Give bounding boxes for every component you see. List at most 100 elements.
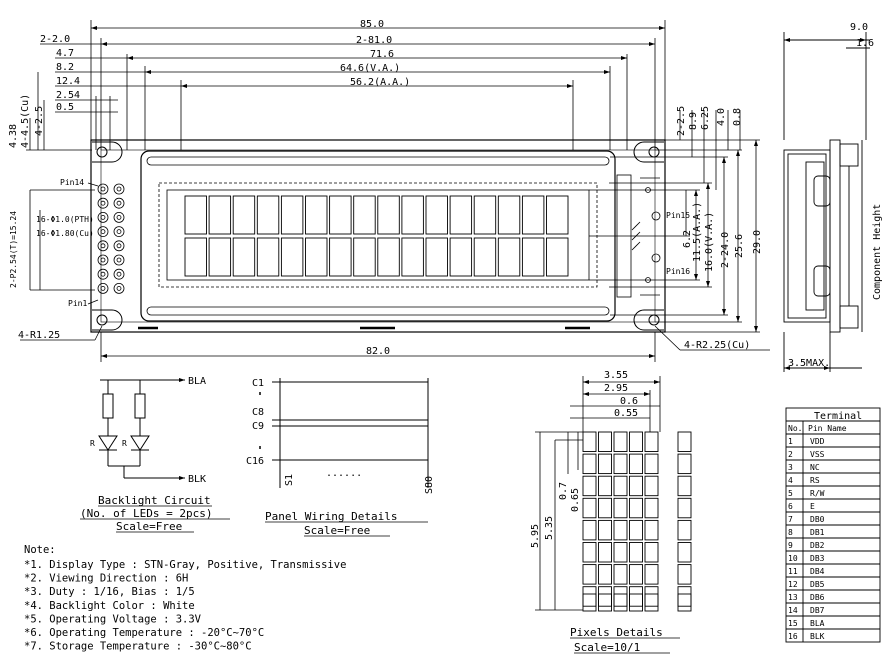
character-cell	[329, 195, 352, 235]
pin-pad	[113, 226, 125, 238]
dim-h-625: 6.25	[700, 106, 711, 130]
dim-h-aa: 11.5(A.A.)	[692, 202, 703, 262]
notes-heading: Note:	[24, 544, 56, 556]
dim-h-256: 25.6	[734, 234, 745, 258]
character-cell	[329, 237, 352, 277]
pixel-dot-next	[677, 431, 692, 452]
pixel-dot	[644, 564, 659, 585]
pixel-dot	[598, 431, 612, 452]
dim-445: 4-4.5(Cu)	[20, 94, 31, 148]
dim-pixel-h3: 0.7	[558, 482, 569, 500]
terminal-pin-no: 8	[788, 528, 793, 537]
dim-h-40: 4.0	[716, 108, 727, 126]
pixel-dot	[629, 519, 643, 541]
pixel-dot	[582, 475, 597, 497]
label-c16: C16	[246, 456, 264, 467]
note-item: *6. Operating Temperature : -20°C~70°C	[24, 627, 264, 639]
dim-pad: 16-Φ1.80(Cu)	[36, 229, 94, 238]
backlight-title: Backlight Circuit	[98, 494, 211, 507]
pixel-dot-next	[677, 542, 692, 563]
pcb-outline	[90, 139, 666, 333]
character-cell	[184, 237, 207, 277]
dim-438: 4.38	[8, 124, 19, 148]
pixel-dot	[613, 475, 628, 497]
dim-h-va: 16.0(V.A.)	[704, 212, 715, 272]
pixel-dot	[598, 519, 612, 541]
pixel-cursor-dot	[629, 593, 643, 612]
terminal-pin-no: 7	[788, 515, 793, 524]
dim-width-inner: 2-81.0	[356, 35, 392, 46]
pixel-dot	[598, 453, 612, 475]
dim-pixel-w3: 0.6	[620, 396, 638, 407]
pixel-dot	[613, 542, 628, 563]
terminal-pin-name: VDD	[810, 437, 825, 446]
terminal-pin-no: 3	[788, 463, 793, 472]
pixel-dot-next	[677, 497, 692, 519]
terminal-pin-no: 16	[788, 632, 798, 641]
note-item: *2. Viewing Direction : 6H	[24, 573, 188, 585]
dim-bottom-width: 82.0	[366, 346, 390, 357]
character-cell	[256, 195, 280, 235]
pixel-dot	[644, 586, 659, 607]
terminal-pin-name: DB5	[810, 580, 825, 589]
pin-hole	[116, 285, 122, 291]
notes-list: *1. Display Type : STN-Gray, Positive, T…	[24, 559, 346, 653]
dim-pixel-w2: 2.95	[604, 383, 628, 394]
pixel-cursor-dot	[598, 593, 612, 612]
character-cell	[353, 237, 376, 277]
lcd-bezel	[140, 150, 616, 322]
pixel-dimensions	[535, 376, 661, 611]
dim-side-16: 1.6	[856, 38, 874, 49]
character-cell	[401, 237, 424, 277]
dim-aa-width: 56.2(A.A.)	[350, 77, 410, 88]
terminal-pin-no: 9	[788, 541, 793, 550]
pin-pad	[113, 254, 125, 266]
pixel-dot	[629, 475, 643, 497]
pixel-dot	[582, 497, 597, 519]
pixels-scale: Scale=10/1	[574, 641, 640, 654]
label-bla: BLA	[188, 376, 206, 387]
terminal-pin-name: E	[810, 502, 815, 511]
terminal-pin-no: 6	[788, 502, 793, 511]
terminal-pin-no: 15	[788, 619, 798, 628]
terminal-pin-name: VSS	[810, 450, 825, 459]
pixel-dot	[629, 497, 643, 519]
pixel-dot	[582, 519, 597, 541]
pin-hole	[116, 214, 122, 220]
pin-pad	[97, 268, 109, 280]
dim-h-240: 2-24.0	[720, 232, 731, 268]
pixel-dot	[629, 564, 643, 585]
pin-pad	[97, 240, 109, 252]
character-cell	[449, 237, 473, 277]
character-cell	[377, 195, 400, 235]
pixel-dot	[582, 542, 597, 563]
pin-hole	[116, 186, 122, 192]
backlight-circuit	[98, 378, 185, 480]
pixel-dot	[598, 497, 612, 519]
pixel-dot	[613, 564, 628, 585]
pixels-title: Pixels Details	[570, 626, 663, 639]
pin-hole	[100, 214, 106, 220]
label-s80: S80	[424, 476, 435, 494]
character-cell	[208, 237, 232, 277]
terminal-pin-name: NC	[810, 463, 820, 472]
label-r2: R	[122, 439, 127, 448]
pin-hole	[116, 200, 122, 206]
panel-wiring-diagram	[259, 378, 429, 488]
pixel-dot-next	[677, 475, 692, 497]
terminal-pin-name: DB7	[810, 606, 825, 615]
pin-hole	[100, 200, 106, 206]
pin-pad	[97, 211, 109, 223]
pin-header	[97, 183, 125, 294]
pin-pad	[113, 268, 125, 280]
dim-h-62: 6.2	[682, 230, 693, 248]
character-cell	[546, 237, 569, 277]
dim-pixel-h1: 5.95	[530, 524, 541, 548]
pin-hole	[100, 243, 106, 249]
pixel-dot	[613, 431, 628, 452]
dim-254: 2.54	[56, 90, 80, 101]
dim-holes-left: 2-2.0	[40, 34, 70, 45]
side-view	[783, 32, 870, 372]
terminal-col-no: No.	[788, 424, 802, 433]
